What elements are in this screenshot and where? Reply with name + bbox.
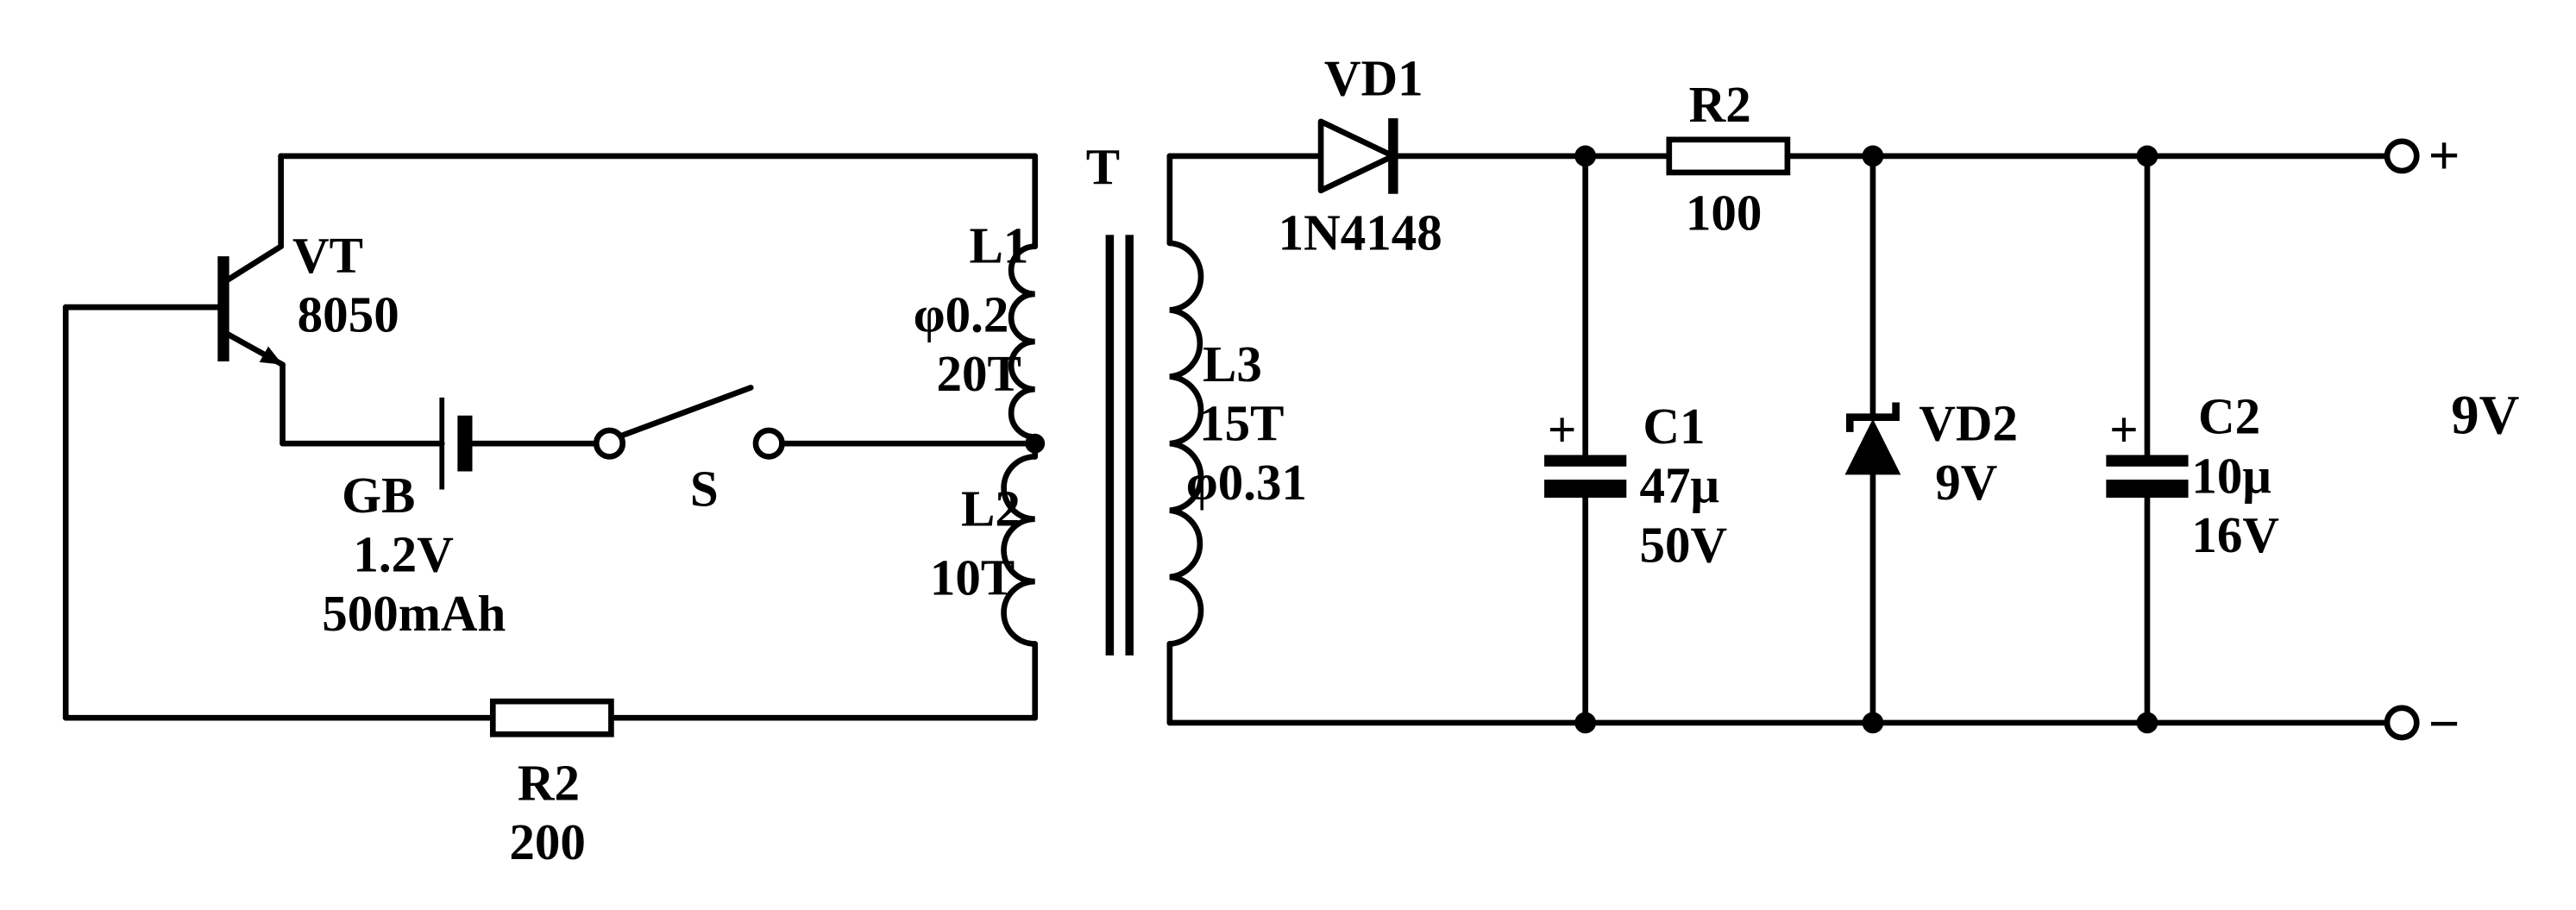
battery-symbol: GB 1.2V 500mAh bbox=[280, 397, 598, 642]
l2-turns-label: 10T bbox=[930, 549, 1015, 606]
transistor-ref-label: VT bbox=[292, 227, 363, 284]
junction-dot bbox=[1862, 145, 1884, 167]
c1-plate-top bbox=[1544, 455, 1627, 467]
c1-capacitance-label: 47μ bbox=[1640, 457, 1719, 514]
battery-capacity-label: 500mAh bbox=[322, 585, 506, 642]
zener-voltage-label: 9V bbox=[1935, 454, 1997, 511]
zener-diode-symbol: VD2 9V bbox=[1844, 153, 2018, 726]
collector-lead bbox=[220, 243, 284, 286]
rectifier-diode-symbol: VD1 1N4148 bbox=[1166, 49, 1673, 260]
l3-turns-label: 15T bbox=[1199, 394, 1284, 451]
output-voltage-label: 9V bbox=[2451, 385, 2519, 447]
series-resistor-symbol: R2 100 bbox=[1666, 76, 2391, 242]
zener-triangle-icon bbox=[1844, 418, 1901, 475]
rectifier-diode-model-label: 1N4148 bbox=[1279, 204, 1442, 260]
filter-cap-1-symbol: + C1 47μ 50V bbox=[1544, 153, 1728, 726]
l1-winding-coil bbox=[1008, 243, 1039, 440]
c1-ref-label: C1 bbox=[1643, 398, 1705, 455]
c2-plate-bottom bbox=[2106, 480, 2189, 499]
transistor-model-label: 8050 bbox=[298, 286, 399, 343]
series-resistor-ref-label: R2 bbox=[1689, 76, 1751, 133]
positive-terminal-label: + bbox=[2428, 125, 2460, 187]
junction-dot bbox=[1574, 145, 1597, 167]
l2-ref-label: L2 bbox=[961, 480, 1021, 537]
zener-ref-label: VD2 bbox=[1919, 394, 2018, 451]
transformer-symbol: T L1 φ0.2 20T L2 10T L3 15T φ0.31 bbox=[914, 138, 1307, 726]
core-bar-left bbox=[1105, 235, 1115, 656]
l3-wire-gauge-label: φ0.31 bbox=[1186, 454, 1307, 511]
l1-wire-gauge-label: φ0.2 bbox=[914, 286, 1009, 343]
l3-ref-label: L3 bbox=[1203, 336, 1262, 392]
l3-winding-coil bbox=[1166, 240, 1204, 647]
c1-voltage-label: 50V bbox=[1640, 516, 1728, 573]
core-bar-right bbox=[1125, 235, 1134, 656]
transformer-ref-label: T bbox=[1086, 138, 1120, 195]
c2-capacitance-label: 10μ bbox=[2191, 447, 2271, 504]
battery-ref-label: GB bbox=[342, 467, 415, 524]
base-resistor-symbol: R2 200 bbox=[489, 698, 614, 870]
series-resistor-body bbox=[1666, 136, 1791, 176]
negative-terminal-label: − bbox=[2428, 693, 2460, 756]
rectifier-diode-ref-label: VD1 bbox=[1324, 49, 1423, 106]
junction-dot bbox=[2136, 145, 2158, 167]
positive-terminal bbox=[2384, 138, 2420, 174]
negative-terminal bbox=[2384, 705, 2420, 741]
c2-polarity-label: + bbox=[2109, 401, 2139, 458]
l2-winding-coil bbox=[1001, 454, 1039, 647]
base-resistor-value-label: 200 bbox=[509, 813, 586, 870]
c2-voltage-label: 16V bbox=[2191, 506, 2279, 563]
junction-dot bbox=[1574, 712, 1597, 734]
junction-dot bbox=[1862, 712, 1884, 734]
switch-contact-right bbox=[752, 427, 785, 460]
junction-dot bbox=[2136, 712, 2158, 734]
center-tap-junction-dot bbox=[1025, 433, 1046, 454]
output-section: + − 9V bbox=[1166, 125, 2520, 756]
l1-ref-label: L1 bbox=[970, 217, 1029, 274]
junction-dots bbox=[1574, 145, 2158, 734]
base-resistor-body bbox=[489, 698, 614, 737]
base-resistor-ref-label: R2 bbox=[518, 754, 580, 811]
zener-cathode-bar bbox=[1845, 402, 1900, 432]
switch-contact-left bbox=[593, 427, 626, 460]
series-resistor-value-label: 100 bbox=[1686, 185, 1762, 242]
filter-cap-2-symbol: + C2 10μ 16V bbox=[2106, 153, 2279, 726]
diode-triangle-icon bbox=[1317, 118, 1397, 194]
switch-ref-label: S bbox=[690, 461, 719, 518]
c2-plate-top bbox=[2106, 455, 2189, 467]
c2-ref-label: C2 bbox=[2198, 388, 2260, 445]
l1-turns-label: 20T bbox=[936, 345, 1021, 402]
switch-symbol: S bbox=[593, 385, 1039, 518]
c1-plate-bottom bbox=[1544, 480, 1627, 499]
emitter-arrow-icon bbox=[259, 346, 283, 365]
switch-lever bbox=[619, 385, 754, 438]
c1-polarity-label: + bbox=[1548, 401, 1577, 458]
battery-voltage-label: 1.2V bbox=[353, 526, 453, 583]
oscillator-section: VT 8050 bbox=[62, 153, 1039, 721]
